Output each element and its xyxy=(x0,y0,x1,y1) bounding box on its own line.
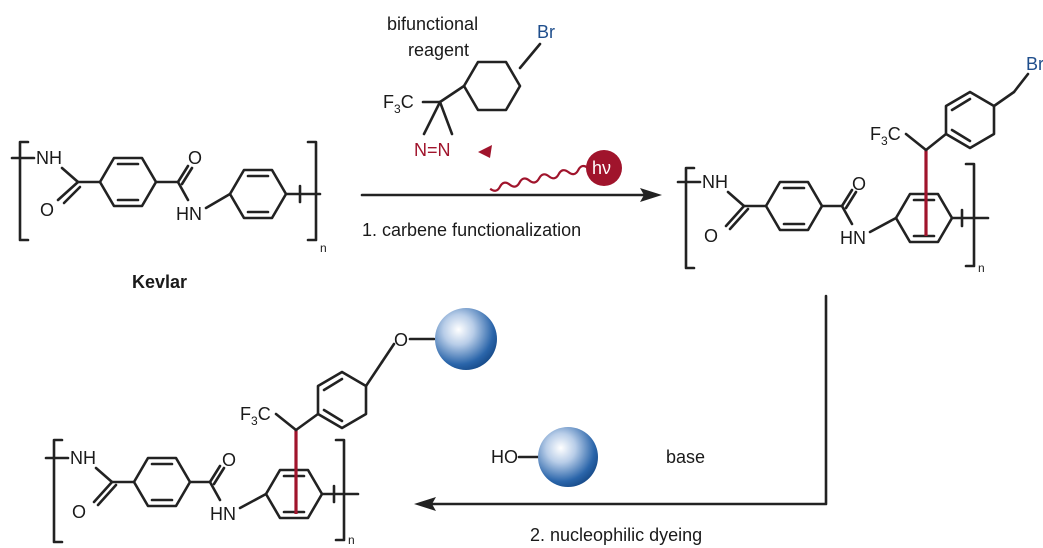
light-irradiation: hν xyxy=(478,145,622,192)
reagent-label-line1: bifunctional xyxy=(387,14,478,34)
hv-circle xyxy=(586,150,622,186)
cf3-label-2: F3C xyxy=(870,124,901,148)
carbonyl-o-label-2: O xyxy=(704,226,718,246)
step1-label: 1. carbene functionalization xyxy=(362,220,581,240)
wavy-arrow-head xyxy=(478,145,492,158)
hv-label: hν xyxy=(592,158,611,178)
left-bracket-2 xyxy=(684,166,696,270)
repeat-subscript-n-3: n xyxy=(348,533,355,547)
carbonyl-o-label-3: O xyxy=(72,502,86,522)
reaction-arrow-2: 2. nucleophilic dyeing HO base xyxy=(414,294,828,545)
step2-label: 2. nucleophilic dyeing xyxy=(530,525,702,545)
base-label: base xyxy=(666,447,705,467)
right-bracket-2 xyxy=(964,162,976,268)
kevlar-structure: n NH O O HN Kevlar xyxy=(10,140,327,292)
reagent-label-line2: reagent xyxy=(408,40,469,60)
diazirine-label: N=N xyxy=(414,140,451,160)
reagent-cf3-label: F3C xyxy=(383,92,414,116)
left-bracket xyxy=(18,140,30,242)
carbonyl-o2-label: O xyxy=(188,148,202,168)
left-bracket-3 xyxy=(52,438,64,544)
right-bracket xyxy=(306,140,318,242)
bromine-label: Br xyxy=(537,22,555,42)
nh-label-3: NH xyxy=(70,448,96,468)
hn-label-2: HN xyxy=(840,228,866,248)
hn-label: HN xyxy=(176,204,202,224)
reagent-benzene-ring xyxy=(462,60,522,112)
wavy-arrow xyxy=(489,164,589,192)
ho-label: HO xyxy=(491,447,518,467)
bifunctional-reagent: bifunctional reagent Br F3C N=N xyxy=(383,14,555,160)
nh-label-2: NH xyxy=(702,172,728,192)
carbonyl-o-label: O xyxy=(40,200,54,220)
functionalized-kevlar: n NH O O HN F3C Br xyxy=(676,54,1043,275)
nucleophile-dye-sphere xyxy=(538,427,598,487)
dye-sphere xyxy=(435,308,497,370)
bromine-label-2: Br xyxy=(1026,54,1043,74)
carbonyl-o2-label-2: O xyxy=(852,174,866,194)
dyed-kevlar: n NH O O HN F3C O xyxy=(44,308,497,547)
hn-label-3: HN xyxy=(210,504,236,524)
ether-o-label: O xyxy=(394,330,408,350)
carbonyl-o2-label-3: O xyxy=(222,450,236,470)
reaction-arrow-1: 1. carbene functionalization xyxy=(360,188,662,240)
cf3-label-3: F3C xyxy=(240,404,271,428)
repeat-subscript-n-2: n xyxy=(978,261,985,275)
right-bracket-3 xyxy=(334,438,346,542)
repeat-subscript-n: n xyxy=(320,241,327,255)
kevlar-label: Kevlar xyxy=(132,272,187,292)
nh-label: NH xyxy=(36,148,62,168)
